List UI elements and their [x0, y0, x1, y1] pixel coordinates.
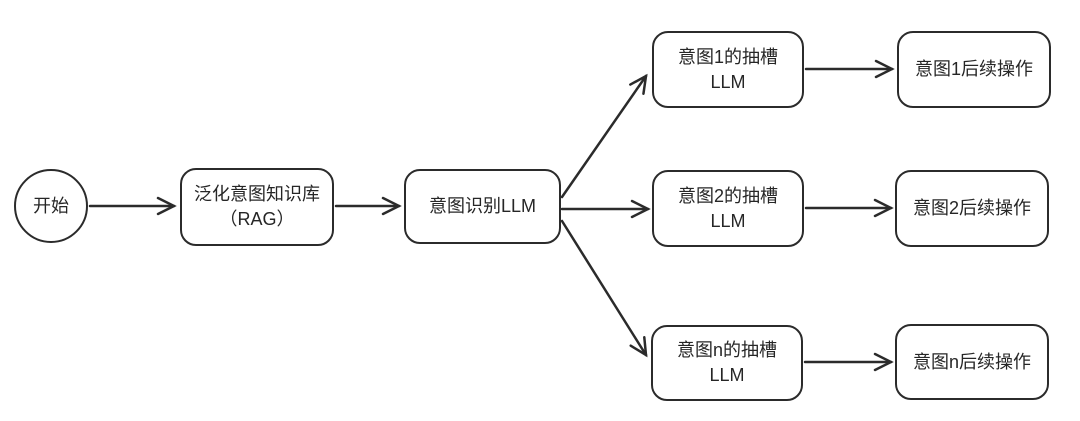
node-follown-action: 意图n后续操作: [895, 324, 1049, 400]
node-follow1-action: 意图1后续操作: [897, 31, 1051, 108]
node-follow2-action: 意图2后续操作: [895, 170, 1049, 247]
node-start-label: 开始: [33, 195, 69, 216]
node-slot1-llm: 意图1的抽槽 LLM: [652, 31, 804, 108]
node-rag-knowledge-base: 泛化意图知识库 （RAG）: [180, 168, 334, 246]
node-slot2-llm: 意图2的抽槽 LLM: [652, 170, 804, 247]
node-intent-label: 意图识别LLM: [428, 196, 536, 216]
arrow-intent-to-slotn: [560, 219, 648, 358]
node-start: 开始: [14, 169, 88, 243]
node-slotn-label-line2: LLM: [709, 365, 745, 385]
node-follown-label: 意图n后续操作: [912, 351, 1031, 372]
node-slot2-label-line2: LLM: [710, 210, 746, 231]
node-slot1-label-line2: LLM: [710, 71, 746, 92]
node-follow2-label: 意图2后续操作: [912, 198, 1031, 218]
node-slot2-label-line1: 意图2的抽槽: [677, 185, 778, 206]
node-rag-label-line1: 泛化意图知识库: [194, 184, 320, 204]
node-slotn-llm: 意图n的抽槽 LLM: [651, 325, 803, 401]
node-rag-label-line2: （RAG）: [219, 209, 295, 229]
node-intent-recognition-llm: 意图识别LLM: [404, 169, 561, 244]
arrow-intent-to-slot1: [560, 73, 648, 199]
node-follow1-label: 意图1后续操作: [914, 59, 1033, 79]
node-slotn-label-line1: 意图n的抽槽: [676, 340, 777, 360]
node-slot1-label-line1: 意图1的抽槽: [677, 46, 778, 67]
